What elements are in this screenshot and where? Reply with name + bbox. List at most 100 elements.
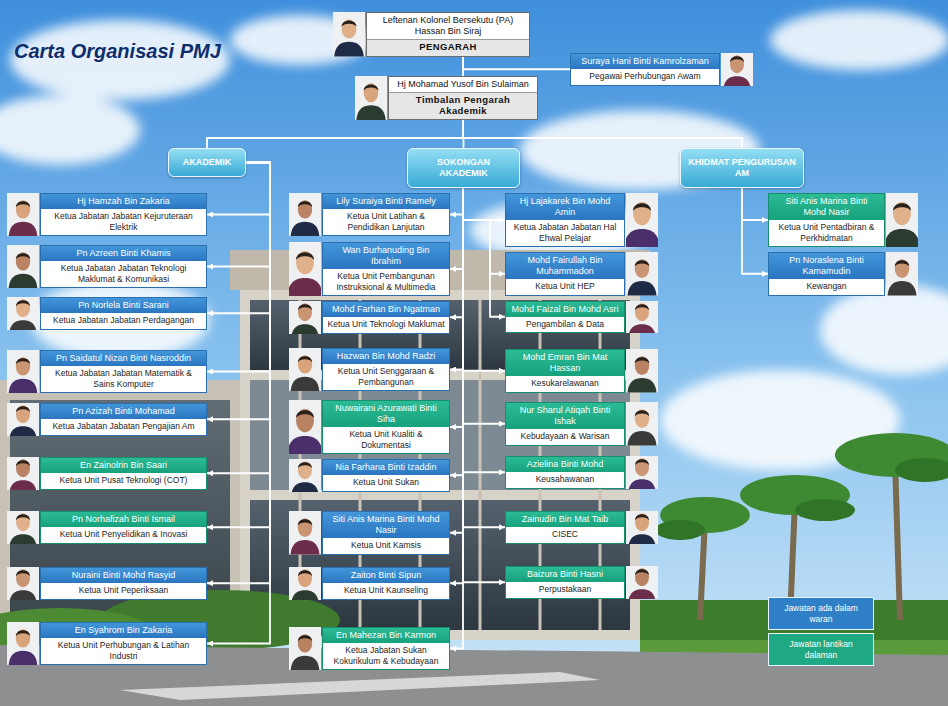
name-text: Mohd Emran Bin Mat Hassan (506, 350, 624, 376)
portrait-photo (7, 297, 39, 330)
role-text: Ketua Jabatan Jabatan Kejuruteraan Elekt… (41, 209, 206, 235)
staff-box: Pn Azizah Binti MohamadKetua Jabatan Jab… (40, 403, 207, 436)
org-connector (450, 188, 463, 427)
name-text: Leftenan Kolonel Bersekutu (PA) Hassan B… (367, 13, 529, 39)
staff-box: En Zainolrin Bin SaariKetua Unit Pusat T… (40, 457, 207, 490)
staff-box: Pn Noraslena Binti KamamudinKewangan (768, 252, 885, 296)
portrait-photo (289, 567, 321, 600)
role-text: Ketua Unit Kamsis (323, 538, 449, 554)
staff-box: Hj Mohamad Yusof Bin SulaimanTimbalan Pe… (388, 76, 538, 120)
staff-box: En Syahrom Bin ZakariaKetua Unit Perhubu… (40, 622, 207, 665)
name-text: Zainudin Bin Mat Taib (506, 512, 624, 527)
category-bar: KHIDMAT PENGURUSAN AM (680, 148, 804, 188)
portrait-photo (355, 76, 387, 120)
portrait-photo (626, 349, 658, 393)
staff-box: Mohd Emran Bin Mat HassanKesukarelawanan (505, 349, 625, 393)
role-text: Ketua Unit Kualiti & Dokumentasi (323, 427, 449, 453)
staff-box: Suraya Hani Binti KamrolzamanPegawai Per… (570, 53, 720, 86)
staff-box: Baizura Binti HasniPerpustakaan (505, 566, 625, 599)
role-text: Ketua Unit HEP (506, 279, 624, 295)
org-connector (450, 188, 463, 583)
org-connector (463, 120, 742, 148)
portrait-photo (289, 301, 321, 334)
role-text: Ketua Unit Kaunseling (323, 583, 449, 599)
org-connector (742, 188, 768, 274)
org-connector (462, 120, 464, 148)
org-connector (490, 220, 505, 274)
portrait-photo (7, 193, 39, 236)
name-text: SOKONGAN AKADEMIK (408, 149, 519, 187)
name-text: Nia Farhana Binti Izaddin (323, 460, 449, 475)
role-text: Ketua Unit Penyelidikan & Inovasi (41, 527, 206, 543)
staff-box: Wan Burhanuding Bin IbrahimKetua Unit Pe… (322, 242, 450, 296)
portrait-photo (886, 193, 918, 247)
org-connector (463, 188, 505, 582)
role-text: Ketua Unit Perhubungan & Latihan Industr… (41, 638, 206, 664)
name-text: Mohd Fairullah Bin Muhammadon (506, 253, 624, 279)
role-text: Ketua Unit Pentadbiran & Perkhidmatan (769, 220, 884, 246)
org-connector (450, 188, 463, 533)
org-connector (463, 57, 570, 70)
org-connector (207, 163, 270, 372)
staff-box: Nuraini Binti Mohd RasyidKetua Unit Pepe… (40, 567, 207, 600)
portrait-photo (7, 622, 39, 665)
name-text: AKADEMIK (169, 149, 245, 176)
name-text: Hj Lajakarek Bin Mohd Amin (506, 194, 624, 220)
org-connector (463, 188, 505, 371)
name-text: Suraya Hani Binti Kamrolzaman (571, 54, 719, 69)
org-connector (207, 163, 270, 584)
portrait-photo (333, 12, 365, 57)
staff-box: Mohd Fairullah Bin MuhammadonKetua Unit … (505, 252, 625, 296)
name-text: Hazwan Bin Mohd Radzi (323, 349, 449, 364)
legend-text: Jawatan ada dalam waran (773, 603, 869, 624)
name-text: Pn Azizah Binti Mohamad (41, 404, 206, 419)
org-connector (463, 188, 505, 220)
role-text: Ketua Unit Pusat Teknologi (COT) (41, 473, 206, 489)
name-text: Hj Hamzah Bin Zakaria (41, 194, 206, 209)
org-connector (207, 163, 270, 528)
role-text: Pengambilan & Data (506, 317, 624, 333)
name-text: Mohd Faizal Bin Mohd Asri (506, 302, 624, 317)
staff-box: Nur Sharul Atiqah Binti IshakKebudayaan … (505, 402, 625, 446)
staff-box: Nia Farhana Binti IzaddinKetua Unit Suka… (322, 459, 450, 492)
org-connector (207, 163, 270, 644)
org-connector (463, 188, 505, 527)
name-text: Azielina Binti Mohd (506, 457, 624, 472)
name-text: Pn Saidatul Nizan Binti Nasroddin (41, 351, 206, 366)
building (0, 250, 650, 640)
staff-box: Hj Hamzah Bin ZakariaKetua Jabatan Jabat… (40, 193, 207, 236)
portrait-photo (626, 301, 658, 334)
role-text: Kebudayaan & Warisan (506, 429, 624, 445)
role-text: Ketua Jabatan Jabatan Perdagangan (41, 313, 206, 329)
portrait-photo (626, 252, 658, 296)
staff-box: Pn Norhafizah Binti IsmailKetua Unit Pen… (40, 511, 207, 544)
org-connector (450, 188, 463, 317)
name-text: Pn Norlela Binti Sarani (41, 298, 206, 313)
role-text: Ketua Unit Latihan & Pendidikan Lanjutan (323, 209, 449, 235)
org-connector (450, 188, 463, 370)
name-text: En Syahrom Bin Zakaria (41, 623, 206, 638)
portrait-photo (289, 242, 321, 296)
name-text: Baizura Binti Hasni (506, 567, 624, 582)
role-text: Ketua Jabatan Sukan Kokurikulum & Kebuda… (323, 643, 449, 669)
name-text: En Zainolrin Bin Saari (41, 458, 206, 473)
name-text: Siti Anis Marina Binti Mohd Nasir (769, 194, 884, 220)
role-text: Kesukarelawanan (506, 376, 624, 392)
role-text: Ketua Jabatan Jabatan Teknologi Maklumat… (41, 261, 206, 287)
role-text: Kewangan (769, 279, 884, 295)
org-connector (463, 188, 505, 424)
name-text: Nuraini Binti Mohd Rasyid (41, 568, 206, 583)
portrait-photo (289, 348, 321, 391)
role-text: Perpustakaan (506, 582, 624, 598)
staff-box: Siti Anis Marina Binti Mohd NasirKetua U… (768, 193, 885, 247)
portrait-photo (626, 402, 658, 446)
role-text: Ketua Unit Teknologi Maklumat (323, 317, 449, 333)
name-text: Nuwairani Azurawati Binti Siha (323, 401, 449, 427)
org-connector (462, 57, 464, 77)
name-text: Siti Anis Marina Binti Mohd Nasir (323, 512, 449, 538)
role-text: Ketua Unit Senggaraan & Pembangunan (323, 364, 449, 390)
role-text: Timbalan Pengarah Akademik (389, 92, 537, 119)
staff-box: Azielina Binti MohdKeusahawanan (505, 456, 625, 489)
staff-box: Nuwairani Azurawati Binti SihaKetua Unit… (322, 400, 450, 454)
